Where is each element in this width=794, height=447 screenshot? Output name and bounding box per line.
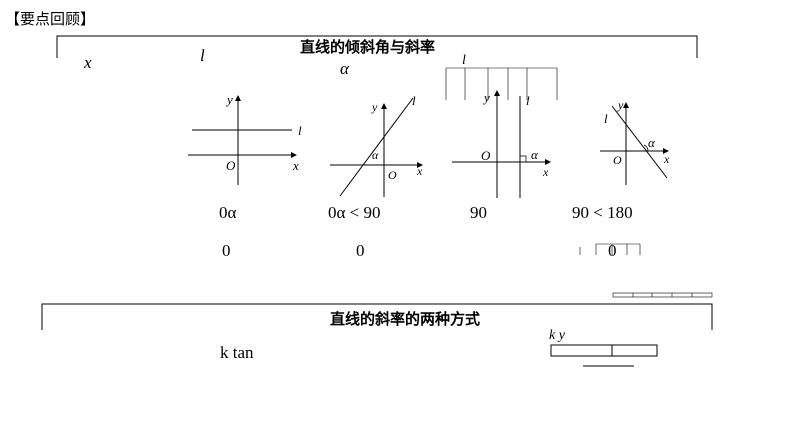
section2-title: 直线的斜率的两种方式 bbox=[330, 310, 481, 328]
box-frame-1 bbox=[56, 35, 698, 58]
graph2-line-l bbox=[339, 97, 414, 197]
formula-slope: k y bbox=[549, 328, 565, 343]
label-x: x bbox=[84, 53, 92, 72]
g3-alpha: α bbox=[531, 147, 538, 162]
formula-box bbox=[550, 344, 658, 357]
g1-y: y bbox=[227, 92, 233, 107]
graph4-line-l bbox=[611, 105, 668, 179]
right-angle-mark bbox=[520, 155, 527, 162]
g3-y: y bbox=[484, 90, 490, 105]
g4-x: x bbox=[664, 152, 670, 166]
g4-alpha: α bbox=[648, 135, 655, 150]
angle-range-4: 90 < 180 bbox=[572, 203, 633, 222]
label-l: l bbox=[200, 46, 205, 65]
angle-range-3: 90 bbox=[470, 203, 487, 222]
mini-table-2 bbox=[579, 243, 641, 255]
g4-y: y bbox=[618, 98, 624, 112]
g3-l: l bbox=[526, 93, 530, 108]
label-l-2: l bbox=[462, 53, 466, 68]
slope-4: 0 bbox=[608, 241, 617, 260]
g1-o: O bbox=[226, 158, 236, 173]
g2-alpha: α bbox=[372, 148, 379, 162]
slope-1: 0 bbox=[222, 241, 231, 260]
g1-x: x bbox=[293, 158, 299, 173]
g2-l: l bbox=[412, 93, 416, 108]
g3-x: x bbox=[543, 165, 549, 179]
section-heading: 【要点回顾】 bbox=[5, 10, 96, 28]
g2-x: x bbox=[417, 164, 423, 178]
section1-title: 直线的倾斜角与斜率 bbox=[300, 38, 436, 56]
label-alpha: α bbox=[340, 59, 349, 78]
box-frame-2 bbox=[41, 303, 713, 330]
angle-arc bbox=[643, 144, 649, 152]
angle-range-2: 0α < 90 bbox=[328, 203, 381, 222]
g2-y: y bbox=[372, 100, 378, 114]
g2-o: O bbox=[388, 168, 397, 182]
g4-o: O bbox=[613, 153, 622, 167]
g1-l: l bbox=[298, 123, 302, 138]
g4-l: l bbox=[604, 111, 608, 126]
mini-bar bbox=[612, 292, 713, 298]
formula-tan: k tan bbox=[220, 343, 254, 362]
slope-2: 0 bbox=[356, 241, 365, 260]
angle-range-1: 0α bbox=[219, 203, 237, 222]
mini-table bbox=[445, 67, 558, 100]
g3-o: O bbox=[481, 148, 491, 163]
